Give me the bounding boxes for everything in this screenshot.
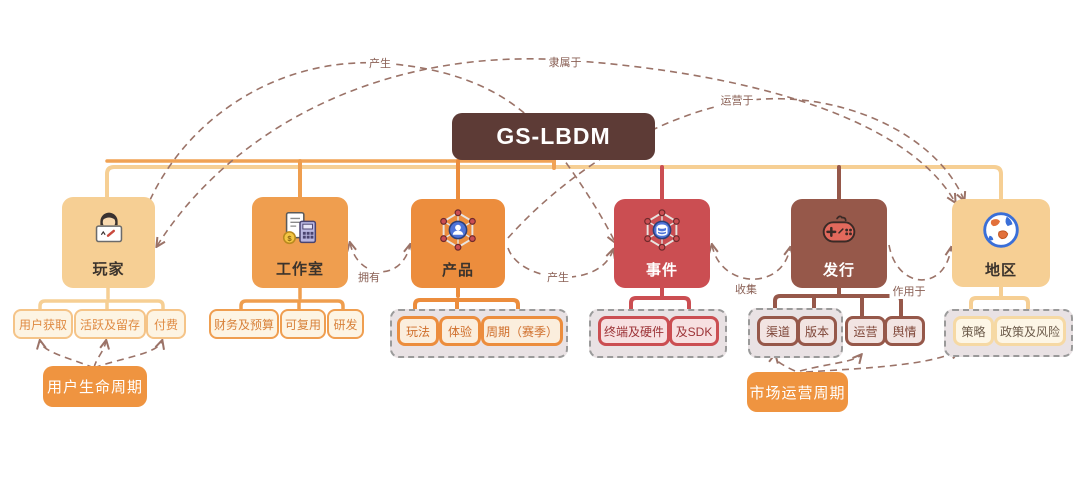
sub-strategy[interactable]: 策略 [953, 316, 994, 346]
sub-label: 可复用 [284, 317, 321, 332]
relation-label-operates-in: 运营于 [717, 92, 757, 108]
sub-label: 版本 [804, 324, 829, 339]
sub-gameplay[interactable]: 玩法 [397, 316, 439, 346]
node-region-label: 地区 [984, 261, 1017, 279]
sub-channel[interactable]: 渠道 [757, 316, 799, 346]
sub-label: 体验 [447, 324, 472, 339]
sub-label: 活跃及留存 [79, 317, 140, 332]
globe-icon [983, 211, 1019, 248]
sub-public-opinion[interactable]: 舆情 [884, 316, 925, 346]
sub-label: 周期（赛季） [485, 324, 558, 339]
relation-label-belongs-to: 隶属于 [545, 54, 585, 70]
sub-label: 研发 [333, 317, 358, 332]
sub-active-retention[interactable]: 活跃及留存 [74, 309, 146, 339]
user-lifecycle-node[interactable]: 用户生命周期 [43, 366, 147, 407]
market-cycle-label: 市场运营周期 [749, 384, 846, 402]
node-studio[interactable]: $ 工作室 [252, 197, 348, 288]
node-product-label: 产品 [441, 262, 474, 279]
sub-label: 及SDK [675, 324, 713, 339]
sub-rnd[interactable]: 研发 [327, 309, 364, 339]
node-event-label: 事件 [645, 262, 678, 279]
sub-label: 玩法 [405, 324, 430, 339]
sub-policy-risk[interactable]: 政策及风险 [994, 316, 1066, 346]
relation-label-acts-on: 作用于 [889, 283, 929, 299]
network-person-icon [440, 209, 476, 251]
sub-sdk[interactable]: 及SDK [669, 316, 719, 346]
sub-label: 政策及风险 [999, 324, 1060, 339]
node-player[interactable]: 玩家 [62, 197, 155, 288]
sub-reusable[interactable]: 可复用 [280, 309, 326, 339]
sub-operations[interactable]: 运营 [845, 316, 886, 346]
market-cycle-node[interactable]: 市场运营周期 [747, 372, 848, 412]
sub-label: 终端及硬件 [603, 324, 664, 339]
sub-experience[interactable]: 体验 [439, 316, 481, 346]
sub-user-acquisition[interactable]: 用户获取 [13, 309, 73, 339]
node-studio-label: 工作室 [275, 261, 324, 278]
node-event[interactable]: 事件 [614, 199, 710, 288]
sub-label: 舆情 [892, 324, 917, 339]
network-database-icon [644, 209, 680, 251]
sub-label: 运营 [853, 324, 878, 339]
relation-label-produce-top: 产生 [366, 55, 394, 71]
root-label: GS-LBDM [496, 123, 611, 149]
sub-label: 策略 [961, 324, 986, 339]
root-node-gs-lbdm[interactable]: GS-LBDM [452, 113, 655, 160]
user-lifecycle-label: 用户生命周期 [46, 379, 143, 396]
sub-label: 财务及预算 [213, 317, 274, 332]
sub-version[interactable]: 版本 [797, 316, 837, 346]
sub-cycle-season[interactable]: 周期（赛季） [481, 316, 563, 346]
node-publish[interactable]: 发行 [791, 199, 887, 288]
relation-label-produces-mid: 产生 [544, 269, 572, 285]
sub-label: 付费 [153, 317, 178, 332]
sub-payment[interactable]: 付费 [146, 309, 186, 339]
relation-label-owns: 拥有 [355, 269, 383, 285]
node-publish-label: 发行 [822, 262, 855, 279]
gamepad-icon [822, 215, 856, 243]
sub-label: 渠道 [765, 324, 790, 339]
sub-finance-budget[interactable]: 财务及预算 [209, 309, 279, 339]
node-product[interactable]: 产品 [411, 199, 505, 288]
node-player-label: 玩家 [92, 261, 125, 278]
relation-label-collects: 收集 [732, 281, 760, 297]
player-laptop-icon [95, 212, 122, 243]
sub-label: 用户获取 [18, 317, 67, 332]
svg-text:$: $ [287, 234, 292, 243]
sub-terminal-hardware[interactable]: 终端及硬件 [598, 316, 670, 346]
finance-calculator-icon: $ [282, 211, 317, 245]
node-region[interactable]: 地区 [952, 199, 1050, 287]
